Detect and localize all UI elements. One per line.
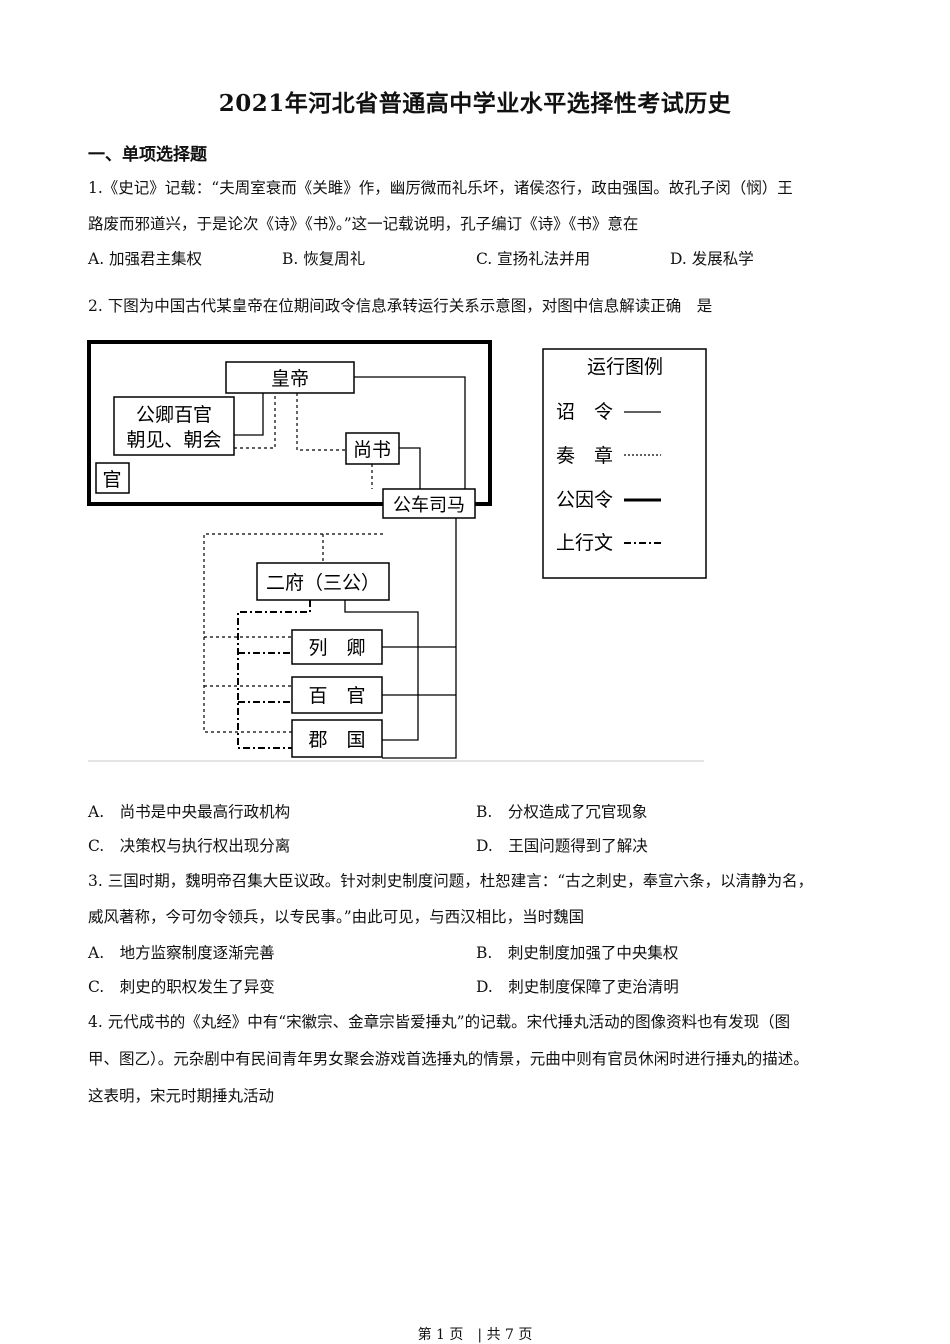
shangshu-box bbox=[345, 432, 400, 465]
page-title: 2021年河北省普通高中学业水平选择性考试历史 bbox=[218, 90, 732, 117]
q3-option-b[interactable]: B. 刺史制度加强了中央集权 bbox=[476, 944, 679, 962]
q4-stem-line2: 甲、图乙）。元杂剧中有民间青年男女聚会游戏首选捶丸的情景，元曲中则有官员休闲时进… bbox=[88, 1050, 809, 1068]
legend-title: 运行图例 bbox=[587, 356, 663, 378]
q4-stem-line1: 4. 元代成书的《丸经》中有“宋徽宗、金章宗皆爱捶丸”的记载。宋代捶丸活动的图像… bbox=[88, 1013, 791, 1031]
section-heading: 一、单项选择题 bbox=[88, 145, 207, 165]
edict-lines bbox=[234, 376, 466, 759]
lieqing-box bbox=[291, 629, 383, 665]
legend-memorial-label: 奏 章 bbox=[556, 445, 613, 467]
palace-frame bbox=[87, 340, 492, 506]
q2-option-a[interactable]: A. 尚书是中央最高行政机构 bbox=[88, 803, 291, 821]
legend-box bbox=[542, 348, 707, 579]
q2-option-c[interactable]: C. 决策权与执行权出现分离 bbox=[88, 837, 291, 855]
q4-stem-line3: 这表明，宋元时期捶丸活动 bbox=[88, 1087, 275, 1105]
legend-edict-label: 诏 令 bbox=[556, 401, 613, 423]
q1-option-d[interactable]: D. 发展私学 bbox=[670, 250, 754, 268]
q3-option-a[interactable]: A. 地方监察制度逐渐完善 bbox=[88, 944, 275, 962]
legend-public-order-label: 公因令 bbox=[556, 489, 613, 511]
gongche-label: 公车司马 bbox=[393, 495, 465, 516]
guan-label: 官 bbox=[102, 469, 121, 491]
ministers-box bbox=[113, 396, 235, 456]
erfu-box bbox=[256, 562, 390, 601]
upward-doc-lines bbox=[237, 600, 311, 749]
q3-stem-line2: 威风著称，今可勿令领兵，以专民事。”由此可见，与西汉相比，当时魏国 bbox=[88, 908, 585, 926]
emperor-label: 皇帝 bbox=[271, 368, 309, 390]
emperor-box bbox=[225, 361, 355, 394]
shangshu-label: 尚书 bbox=[353, 439, 391, 461]
q1-option-b[interactable]: B. 恢复周礼 bbox=[282, 250, 366, 268]
lieqing-label: 列 卿 bbox=[308, 637, 365, 659]
q2-stem-line1: 2. 下图为中国古代某皇帝在位期间政令信息承转运行关系示意图，对图中信息解读正确… bbox=[88, 297, 713, 315]
q2-option-d[interactable]: D. 王国问题得到了解决 bbox=[476, 837, 648, 855]
ministers-label-1: 公卿百官 bbox=[136, 404, 212, 426]
gongche-box bbox=[382, 488, 476, 519]
legend-upward-doc-label: 上行文 bbox=[556, 532, 613, 554]
q3-stem-line1: 3. 三国时期，魏明帝召集大臣议政。针对刺史制度问题，杜恕建言：“古之刺史，奉宣… bbox=[88, 872, 814, 890]
ministers-label-2: 朝见、朝会 bbox=[126, 429, 221, 451]
page-footer: 第 1 页 | 共 7 页 bbox=[417, 1327, 533, 1343]
q1-stem-line2: 路废而邪道兴，于是论次《诗》《书》。”这一记载说明，孔子编订《诗》《书》意在 bbox=[88, 215, 639, 233]
q1-stem-line1: 1.《史记》记载：“夫周室衰而《关雎》作，幽厉微而礼乐坏，诸侯恣行，政由强国。故… bbox=[88, 179, 793, 197]
q3-option-c[interactable]: C. 刺史的职权发生了异变 bbox=[88, 978, 275, 996]
erfu-label: 二府（三公） bbox=[266, 572, 380, 594]
baiguan-box bbox=[291, 676, 383, 714]
guan-box bbox=[95, 462, 130, 494]
q1-option-a[interactable]: A. 加强君主集权 bbox=[88, 250, 203, 268]
memorial-lines bbox=[203, 393, 383, 733]
junguo-box bbox=[291, 719, 383, 758]
q2-diagram: 皇帝 公卿百官 朝见、朝会 官 尚书 公车司马 二府（三公） 列 卿 百 官 郡… bbox=[87, 340, 707, 762]
baiguan-label: 百 官 bbox=[308, 685, 365, 707]
q1-option-c[interactable]: C. 宣扬礼法并用 bbox=[476, 250, 591, 268]
q3-option-d[interactable]: D. 刺史制度保障了吏治清明 bbox=[476, 978, 679, 996]
junguo-label: 郡 国 bbox=[308, 729, 365, 751]
q2-option-b[interactable]: B. 分权造成了冗官现象 bbox=[476, 803, 648, 821]
